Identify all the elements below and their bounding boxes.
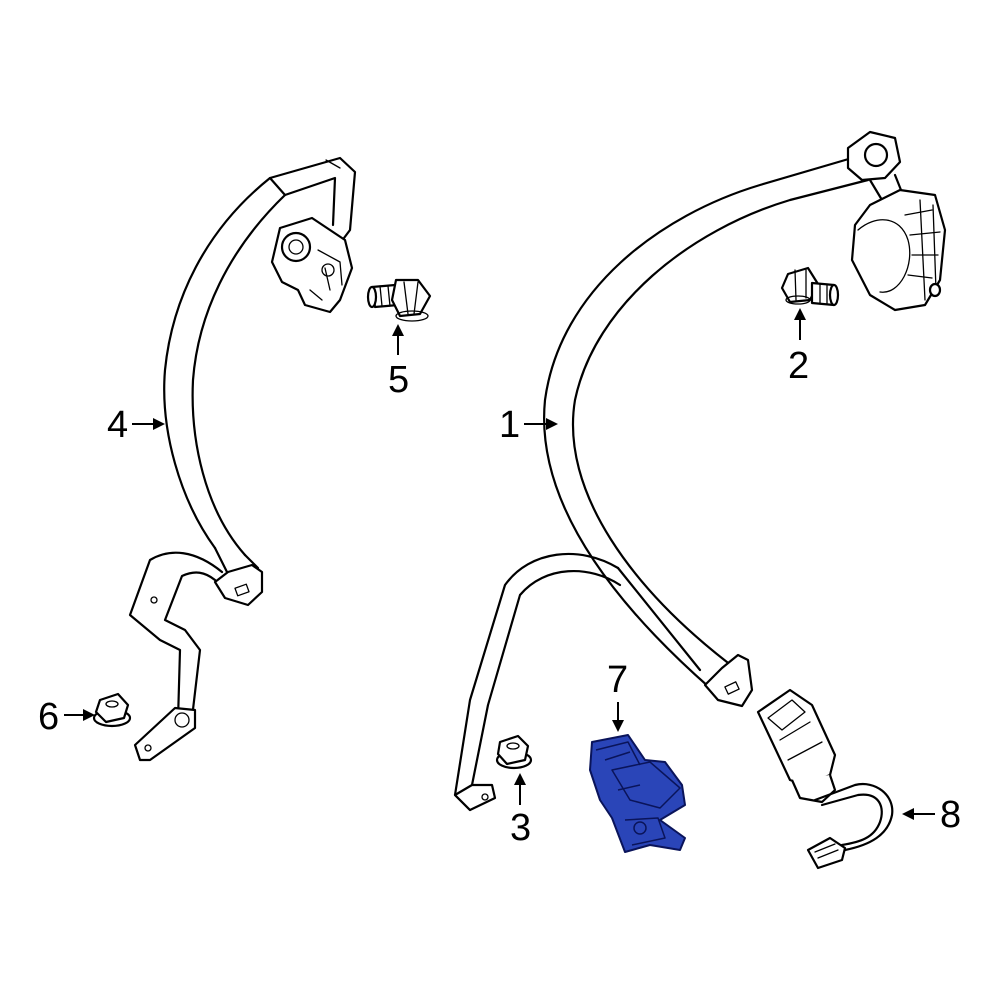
callout-label-4: 4 <box>107 404 128 446</box>
callout-2: 2 <box>788 308 809 387</box>
part-8-buckle-harness[interactable] <box>756 688 894 870</box>
part-7-buckle[interactable] <box>589 734 686 853</box>
part-6-nut[interactable] <box>92 692 132 728</box>
callout-1: 1 <box>499 404 558 446</box>
callout-label-8: 8 <box>940 794 961 836</box>
part-1-right-seat-belt[interactable] <box>453 130 947 812</box>
part-1-retractor <box>850 188 947 312</box>
callout-8: 8 <box>902 794 961 836</box>
part-2-bolt[interactable] <box>780 266 840 307</box>
callout-label-6: 6 <box>38 696 59 738</box>
callout-4: 4 <box>107 404 165 446</box>
callout-label-2: 2 <box>788 345 809 387</box>
callout-7: 7 <box>607 659 628 732</box>
callout-label-5: 5 <box>388 359 409 401</box>
callout-6: 6 <box>38 696 95 738</box>
callout-label-1: 1 <box>499 404 520 446</box>
callout-label-3: 3 <box>510 807 531 849</box>
part-4-retractor <box>270 216 354 314</box>
part-4-left-seat-belt[interactable] <box>128 156 357 762</box>
callout-label-7: 7 <box>607 659 628 701</box>
callout-3: 3 <box>510 773 531 849</box>
part-3-nut[interactable] <box>495 734 533 770</box>
part-5-bolt[interactable] <box>366 278 432 322</box>
callout-5: 5 <box>388 324 409 401</box>
